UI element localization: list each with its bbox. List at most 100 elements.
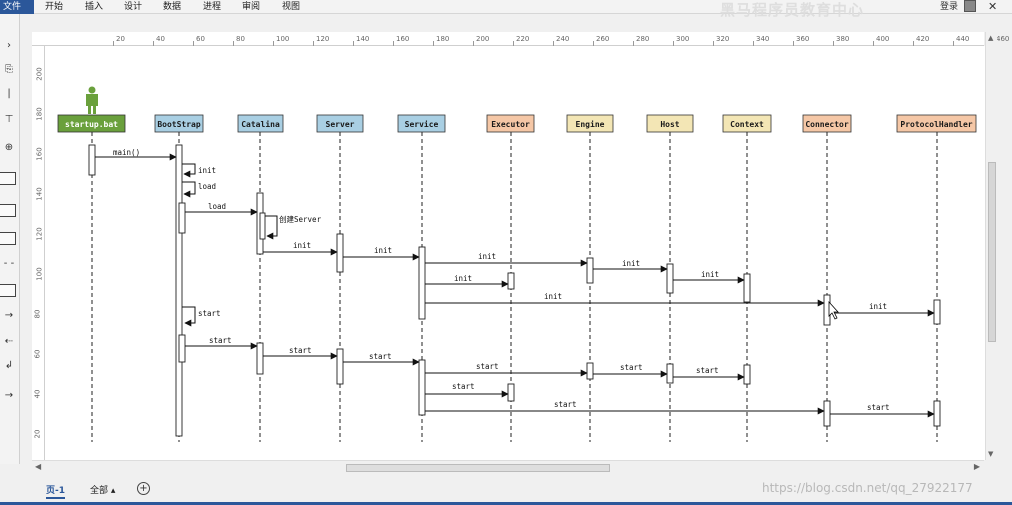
msg-start-server: start	[289, 346, 312, 355]
actor-context[interactable]: Context	[722, 114, 772, 133]
menu-insert[interactable]: 插入	[85, 2, 104, 12]
lifelines	[91, 132, 938, 442]
menu-design[interactable]: 设计	[124, 2, 143, 12]
actor-engine[interactable]: Engine	[566, 114, 614, 133]
self-message-icon[interactable]: ↲	[4, 360, 14, 371]
ruler-tick-label: 260	[596, 35, 610, 43]
message-arrows	[95, 153, 935, 418]
actor-connector[interactable]: Connector	[802, 114, 852, 133]
ruler-tick	[513, 41, 514, 46]
actor-catalina[interactable]: Catalina	[237, 114, 284, 133]
shape-object-icon[interactable]: ⎘	[5, 64, 13, 75]
shape-box-1-icon[interactable]	[0, 172, 16, 185]
ruler-tick	[593, 41, 594, 46]
msg-start-protocolhandler: start	[867, 403, 890, 412]
horizontal-scrollbar[interactable]: ◀ ▶	[32, 460, 984, 474]
shape-box-2-icon[interactable]	[0, 204, 16, 217]
actor-label: startup.bat	[65, 120, 118, 129]
watermark-text: 黑马程序员教育中心	[720, 1, 865, 19]
person-icon	[86, 86, 98, 114]
ruler-tick-label: 180	[35, 107, 44, 121]
tab-page-1[interactable]: 页-1	[46, 483, 65, 499]
ruler-tick-label: 180	[436, 35, 450, 43]
arrow-right-icon[interactable]: →	[4, 310, 14, 321]
caret-up-icon: ▴	[108, 486, 116, 496]
message-labels: main() init load load 创建Server init init…	[113, 148, 890, 412]
menu-process[interactable]: 进程	[203, 2, 222, 12]
menu-view[interactable]: 视图	[282, 2, 301, 12]
ruler-tick-label: 200	[476, 35, 490, 43]
actor-label: Context	[730, 120, 764, 129]
scroll-down-icon[interactable]: ▼	[988, 450, 994, 458]
msg-start-self: start	[198, 309, 221, 318]
actor-startup-bat[interactable]: startup.bat	[57, 114, 126, 133]
ruler-tick	[113, 41, 114, 46]
ruler-tick-label: 160	[396, 35, 410, 43]
ruler-tick-label: 40	[33, 389, 42, 399]
scroll-right-icon[interactable]: ▶	[973, 462, 980, 471]
ruler-tick	[913, 41, 914, 46]
vertical-scroll-thumb[interactable]	[988, 162, 996, 342]
menu-file[interactable]: 文件	[0, 0, 34, 14]
add-page-button[interactable]: +	[137, 482, 150, 495]
shape-activation-icon[interactable]: ⊕	[4, 142, 14, 153]
vertical-scrollbar[interactable]: ▲ ▼	[985, 32, 997, 460]
login-link[interactable]: 登录	[940, 2, 959, 12]
ruler-tick	[273, 41, 274, 46]
drawing-canvas[interactable]: startup.bat BootStrap Catalina Server Se…	[45, 46, 985, 460]
menu-home[interactable]: 开始	[45, 2, 64, 12]
ruler-tick-label: 360	[796, 35, 810, 43]
async-arrow-icon[interactable]: →	[4, 390, 14, 401]
msg-init-protocolhandler: init	[869, 302, 887, 311]
actor-server[interactable]: Server	[316, 114, 364, 133]
shape-lifeline-icon[interactable]: |	[7, 88, 11, 99]
ruler-tick-label: 300	[676, 35, 690, 43]
actor-label: Host	[660, 120, 679, 129]
msg-init-self: init	[198, 166, 216, 175]
shape-box-4-icon[interactable]	[0, 284, 16, 297]
blog-watermark: https://blog.csdn.net/qq_27922177	[762, 481, 973, 495]
ruler-tick-label: 460	[996, 35, 1010, 43]
ruler-tick-label: 280	[636, 35, 650, 43]
ruler-tick	[353, 41, 354, 46]
tab-all-pages[interactable]: 全部 ▴	[90, 483, 115, 496]
msg-start-executor: start	[452, 382, 475, 391]
msg-start-catalina: start	[209, 336, 232, 345]
tab-all-label: 全部	[90, 486, 109, 496]
ruler-tick	[673, 41, 674, 46]
actor-host[interactable]: Host	[646, 114, 694, 133]
close-icon[interactable]: ✕	[988, 0, 998, 13]
shape-box-3-icon[interactable]	[0, 232, 16, 245]
actor-label: Executor	[491, 120, 530, 129]
ruler-tick-label: 420	[916, 35, 930, 43]
horizontal-scroll-thumb[interactable]	[346, 464, 610, 472]
ruler-tick	[473, 41, 474, 46]
chevron-right-icon[interactable]: ›	[7, 40, 11, 51]
scroll-up-icon[interactable]: ▲	[988, 34, 994, 42]
ruler-tick-label: 80	[236, 35, 245, 43]
avatar[interactable]	[964, 0, 976, 12]
ruler-tick-label: 120	[316, 35, 330, 43]
ruler-tick-label: 40	[156, 35, 165, 43]
page-tabs-bar: 页-1 全部 ▴ + https://blog.csdn.net/qq_2792…	[0, 474, 1012, 505]
ruler-tick-label: 100	[276, 35, 290, 43]
actor-executor[interactable]: Executor	[486, 114, 535, 133]
return-arrow-icon[interactable]: ⇠	[4, 336, 14, 347]
scroll-left-icon[interactable]: ◀	[35, 462, 42, 471]
ruler-tick-label: 200	[35, 67, 44, 81]
actor-protocolhandler[interactable]: ProtocolHandler	[896, 114, 977, 133]
msg-load: load	[208, 202, 226, 211]
actor-service[interactable]: Service	[397, 114, 446, 133]
msg-init-executor: init	[454, 274, 472, 283]
menu-review[interactable]: 审阅	[242, 2, 261, 12]
ruler-tick-label: 20	[33, 429, 42, 439]
ruler-tick-label: 160	[35, 147, 44, 161]
dashed-line-icon[interactable]: - -	[3, 258, 15, 269]
ruler-tick-label: 100	[35, 267, 44, 281]
actor-bootstrap[interactable]: BootStrap	[154, 114, 204, 133]
shape-fragment-icon[interactable]: ⊤	[4, 114, 14, 125]
menu-data[interactable]: 数据	[163, 2, 182, 12]
ruler-tick-label: 220	[516, 35, 530, 43]
